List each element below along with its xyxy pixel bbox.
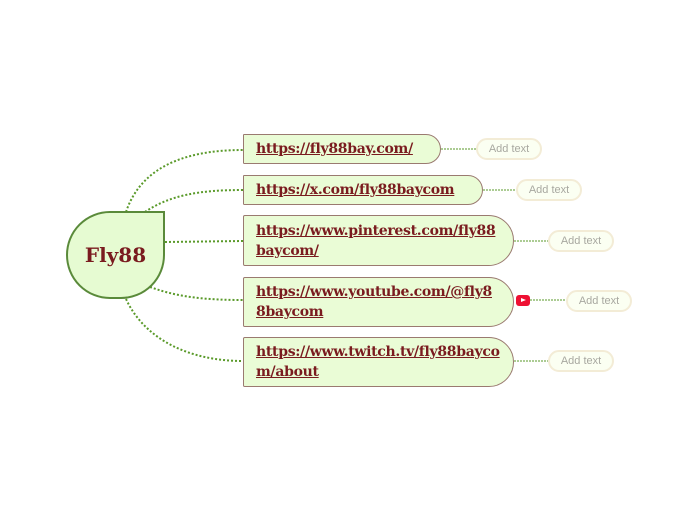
link-x[interactable]: https://x.com/fly88baycom	[256, 182, 455, 198]
link-pinterest[interactable]: https://www.pinterest.com/fly88baycom/	[256, 222, 496, 259]
youtube-icon[interactable]	[516, 295, 530, 306]
link-youtube[interactable]: https://www.youtube.com/@fly88baycom	[256, 284, 492, 320]
topic-node-twitch[interactable]: https://www.twitch.tv/fly88baycom/about	[243, 337, 514, 387]
topic-node-x[interactable]: https://x.com/fly88baycom	[243, 175, 483, 205]
add-text-button[interactable]: Add text	[516, 179, 582, 201]
central-topic[interactable]: Fly88	[66, 211, 165, 299]
topic-node-youtube[interactable]: https://www.youtube.com/@fly88baycom	[243, 277, 514, 327]
central-topic-label: Fly88	[84, 243, 147, 267]
topic-node-pinterest[interactable]: https://www.pinterest.com/fly88baycom/	[243, 215, 514, 266]
link-website[interactable]: https://fly88bay.com/	[256, 141, 413, 157]
add-text-button[interactable]: Add text	[566, 290, 632, 312]
add-text-button[interactable]: Add text	[548, 230, 614, 252]
add-text-button[interactable]: Add text	[476, 138, 542, 160]
add-text-button[interactable]: Add text	[548, 350, 614, 372]
link-twitch[interactable]: https://www.twitch.tv/fly88baycom/about	[256, 344, 500, 380]
topic-node-website[interactable]: https://fly88bay.com/	[243, 134, 441, 164]
